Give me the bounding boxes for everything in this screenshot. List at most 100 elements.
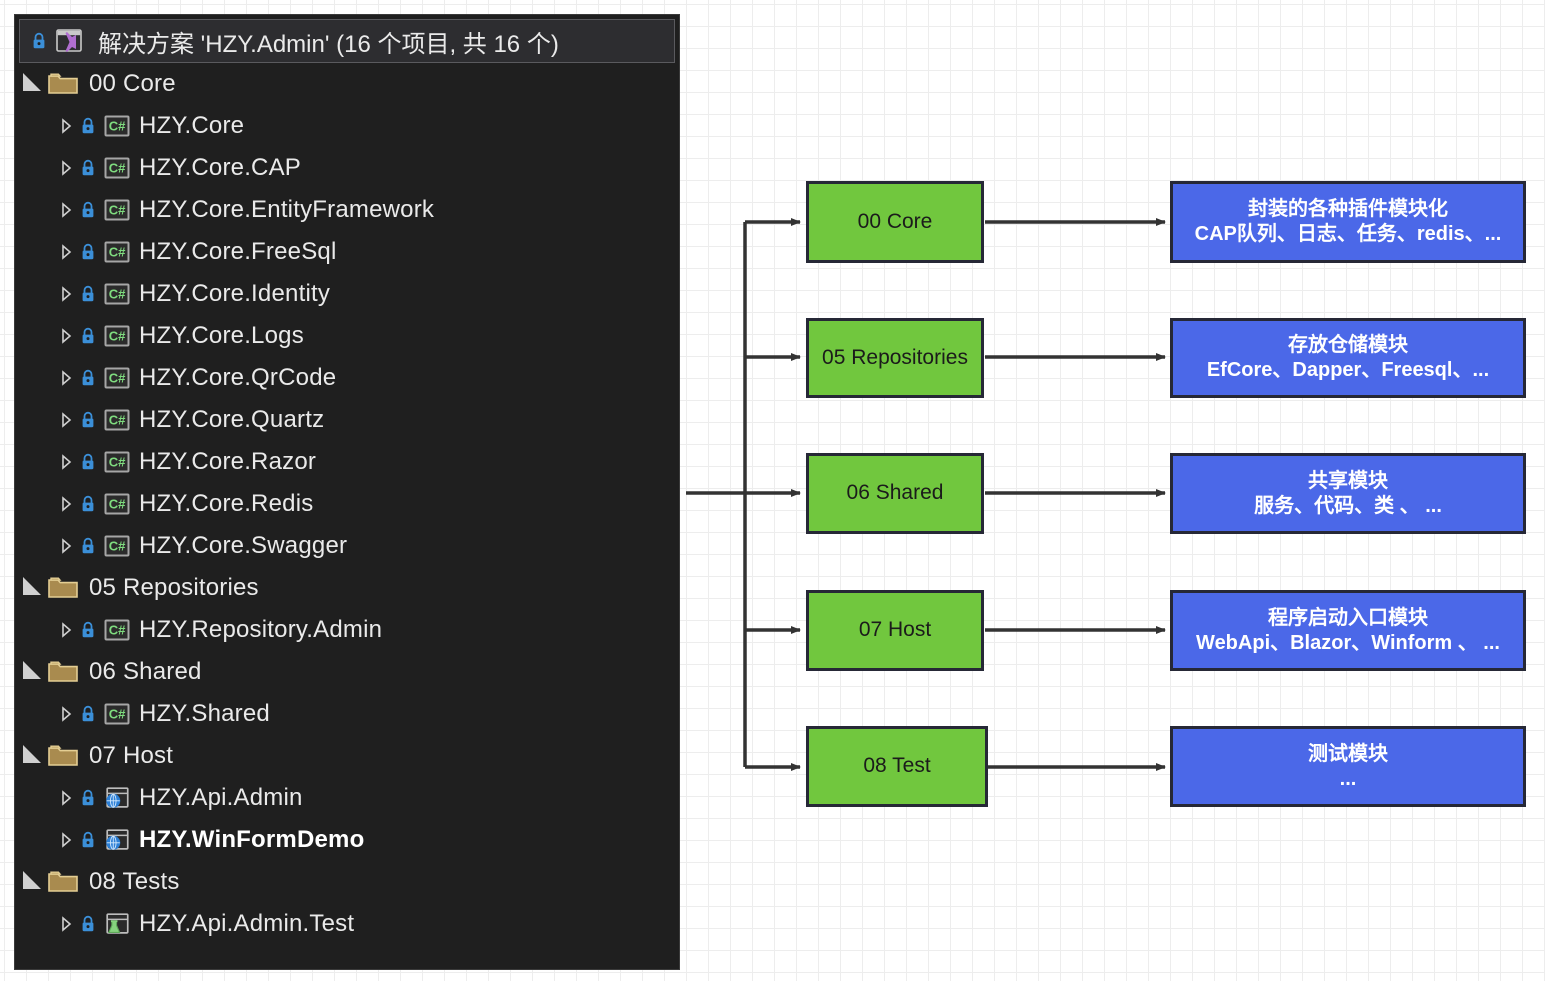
tree-item[interactable]: 08 Tests <box>15 861 679 903</box>
module-desc-line1: 程序启动入口模块 <box>1268 606 1428 629</box>
expander-collapse-icon[interactable] <box>21 63 47 105</box>
tree-item[interactable]: 00 Core <box>15 63 679 105</box>
expander-expand-icon[interactable] <box>53 441 79 483</box>
web-project-icon <box>103 785 131 811</box>
module-box-test[interactable]: 08 Test <box>806 726 988 807</box>
csharp-icon: C# <box>103 197 131 223</box>
test-project-icon <box>103 911 131 937</box>
module-desc-shared[interactable]: 共享模块 服务、代码、类 、 ... <box>1170 453 1526 534</box>
module-box-core[interactable]: 00 Core <box>806 181 984 263</box>
expander-expand-icon[interactable] <box>53 273 79 315</box>
tree-item[interactable]: C#HZY.Core.Quartz <box>15 399 679 441</box>
expander-expand-icon[interactable] <box>53 105 79 147</box>
csharp-icon: C# <box>103 323 131 349</box>
svg-text:C#: C# <box>109 119 126 134</box>
tree-item[interactable]: C# HZY.Shared <box>15 693 679 735</box>
csharp-icon: C# <box>103 113 131 139</box>
lock-icon <box>79 452 97 472</box>
expander-expand-icon[interactable] <box>53 525 79 567</box>
folder-icon <box>47 743 79 769</box>
tree-item[interactable]: C#HZY.Core.Swagger <box>15 525 679 567</box>
module-desc-core[interactable]: 封装的各种插件模块化 CAP队列、日志、任务、redis、... <box>1170 181 1526 263</box>
expander-expand-icon[interactable] <box>53 189 79 231</box>
module-box-label: 05 Repositories <box>822 345 968 369</box>
module-desc-repositories[interactable]: 存放仓储模块 EfCore、Dapper、Freesql、... <box>1170 318 1526 398</box>
module-desc-line1: 测试模块 <box>1308 742 1388 765</box>
expander-collapse-icon[interactable] <box>21 651 47 693</box>
svg-text:C#: C# <box>109 161 126 176</box>
lock-icon <box>79 788 97 808</box>
tree-item[interactable]: HZY.WinFormDemo <box>15 819 679 861</box>
tree-item[interactable]: HZY.Api.Admin.Test <box>15 903 679 945</box>
tree-item[interactable]: 05 Repositories <box>15 567 679 609</box>
tree-item-label: HZY.Core.EntityFramework <box>139 196 435 223</box>
csharp-icon: C# <box>103 449 131 475</box>
lock-icon <box>79 536 97 556</box>
module-desc-host[interactable]: 程序启动入口模块 WebApi、Blazor、Winform 、 ... <box>1170 590 1526 671</box>
expander-expand-icon[interactable] <box>53 693 79 735</box>
module-desc-line2: 服务、代码、类 、 ... <box>1254 494 1442 517</box>
expander-expand-icon[interactable] <box>53 483 79 525</box>
module-box-host[interactable]: 07 Host <box>806 590 984 671</box>
module-desc-test[interactable]: 测试模块 ... <box>1170 726 1526 807</box>
module-desc-line2: WebApi、Blazor、Winform 、 ... <box>1196 631 1500 654</box>
tree-item[interactable]: C#HZY.Core.FreeSql <box>15 231 679 273</box>
tree-item[interactable]: C#HZY.Repository.Admin <box>15 609 679 651</box>
solution-title: 解决方案 'HZY.Admin' (16 个项目, 共 16 个) <box>98 30 559 58</box>
svg-text:C#: C# <box>109 455 126 470</box>
tree-item-label: HZY.Core.Razor <box>139 448 317 475</box>
expander-expand-icon[interactable] <box>53 399 79 441</box>
lock-icon <box>79 368 97 388</box>
svg-text:C#: C# <box>109 707 126 722</box>
lock-icon <box>79 242 97 262</box>
tree-item[interactable]: C# HZY.Core.EntityFramework <box>15 189 679 231</box>
tree-item[interactable]: C#HZY.Core.Logs <box>15 315 679 357</box>
tree-item[interactable]: C# HZY.Core.Razor <box>15 441 679 483</box>
module-box-label: 07 Host <box>858 618 932 642</box>
csharp-icon: C# <box>103 617 131 643</box>
expander-expand-icon[interactable] <box>53 315 79 357</box>
module-desc-line1: 存放仓储模块 <box>1288 334 1408 356</box>
tree-item[interactable]: C#HZY.Core.QrCode <box>15 357 679 399</box>
tree-item-label: HZY.Shared <box>139 700 270 727</box>
lock-icon <box>30 31 48 51</box>
module-box-repositories[interactable]: 05 Repositories <box>806 318 984 398</box>
expander-collapse-icon[interactable] <box>21 735 47 777</box>
expander-expand-icon[interactable] <box>53 231 79 273</box>
svg-text:C#: C# <box>109 287 126 302</box>
csharp-icon: C# <box>103 491 131 517</box>
expander-expand-icon[interactable] <box>53 357 79 399</box>
svg-text:C#: C# <box>109 329 126 344</box>
tree-item[interactable]: C#HZY.Core <box>15 105 679 147</box>
tree-item[interactable]: HZY.Api.Admin <box>15 777 679 819</box>
expander-expand-icon[interactable] <box>53 819 79 861</box>
module-box-shared[interactable]: 06 Shared <box>806 453 984 534</box>
lock-icon <box>79 326 97 346</box>
lock-icon <box>79 116 97 136</box>
tree-item-label: HZY.Api.Admin <box>139 784 303 811</box>
expander-expand-icon[interactable] <box>53 777 79 819</box>
tree-item[interactable]: C# HZY.Core.Redis <box>15 483 679 525</box>
expander-collapse-icon[interactable] <box>21 567 47 609</box>
csharp-icon: C# <box>103 155 131 181</box>
tree-item-label: HZY.Core.FreeSql <box>139 238 337 265</box>
tree-item-label: HZY.Core.Swagger <box>139 532 348 559</box>
expander-expand-icon[interactable] <box>53 147 79 189</box>
tree-item[interactable]: 07 Host <box>15 735 679 777</box>
tree-item[interactable]: C#HZY.Core.CAP <box>15 147 679 189</box>
svg-text:C#: C# <box>109 497 126 512</box>
tree-item-label: HZY.Core.Redis <box>139 490 314 517</box>
tree-item-label: 00 Core <box>89 70 176 97</box>
expander-expand-icon[interactable] <box>53 609 79 651</box>
module-box-label: 06 Shared <box>846 481 944 505</box>
module-desc-line1: 共享模块 <box>1308 469 1388 492</box>
lock-icon <box>79 410 97 430</box>
expander-expand-icon[interactable] <box>53 903 79 945</box>
tree-item-label: HZY.Api.Admin.Test <box>139 910 355 937</box>
expander-collapse-icon[interactable] <box>21 861 47 903</box>
tree-item[interactable]: 06 Shared <box>15 651 679 693</box>
tree-item-label: 07 Host <box>89 742 174 769</box>
tree-item[interactable]: C#HZY.Core.Identity <box>15 273 679 315</box>
solution-root-row[interactable]: 解决方案 'HZY.Admin' (16 个项目, 共 16 个) <box>19 19 675 63</box>
